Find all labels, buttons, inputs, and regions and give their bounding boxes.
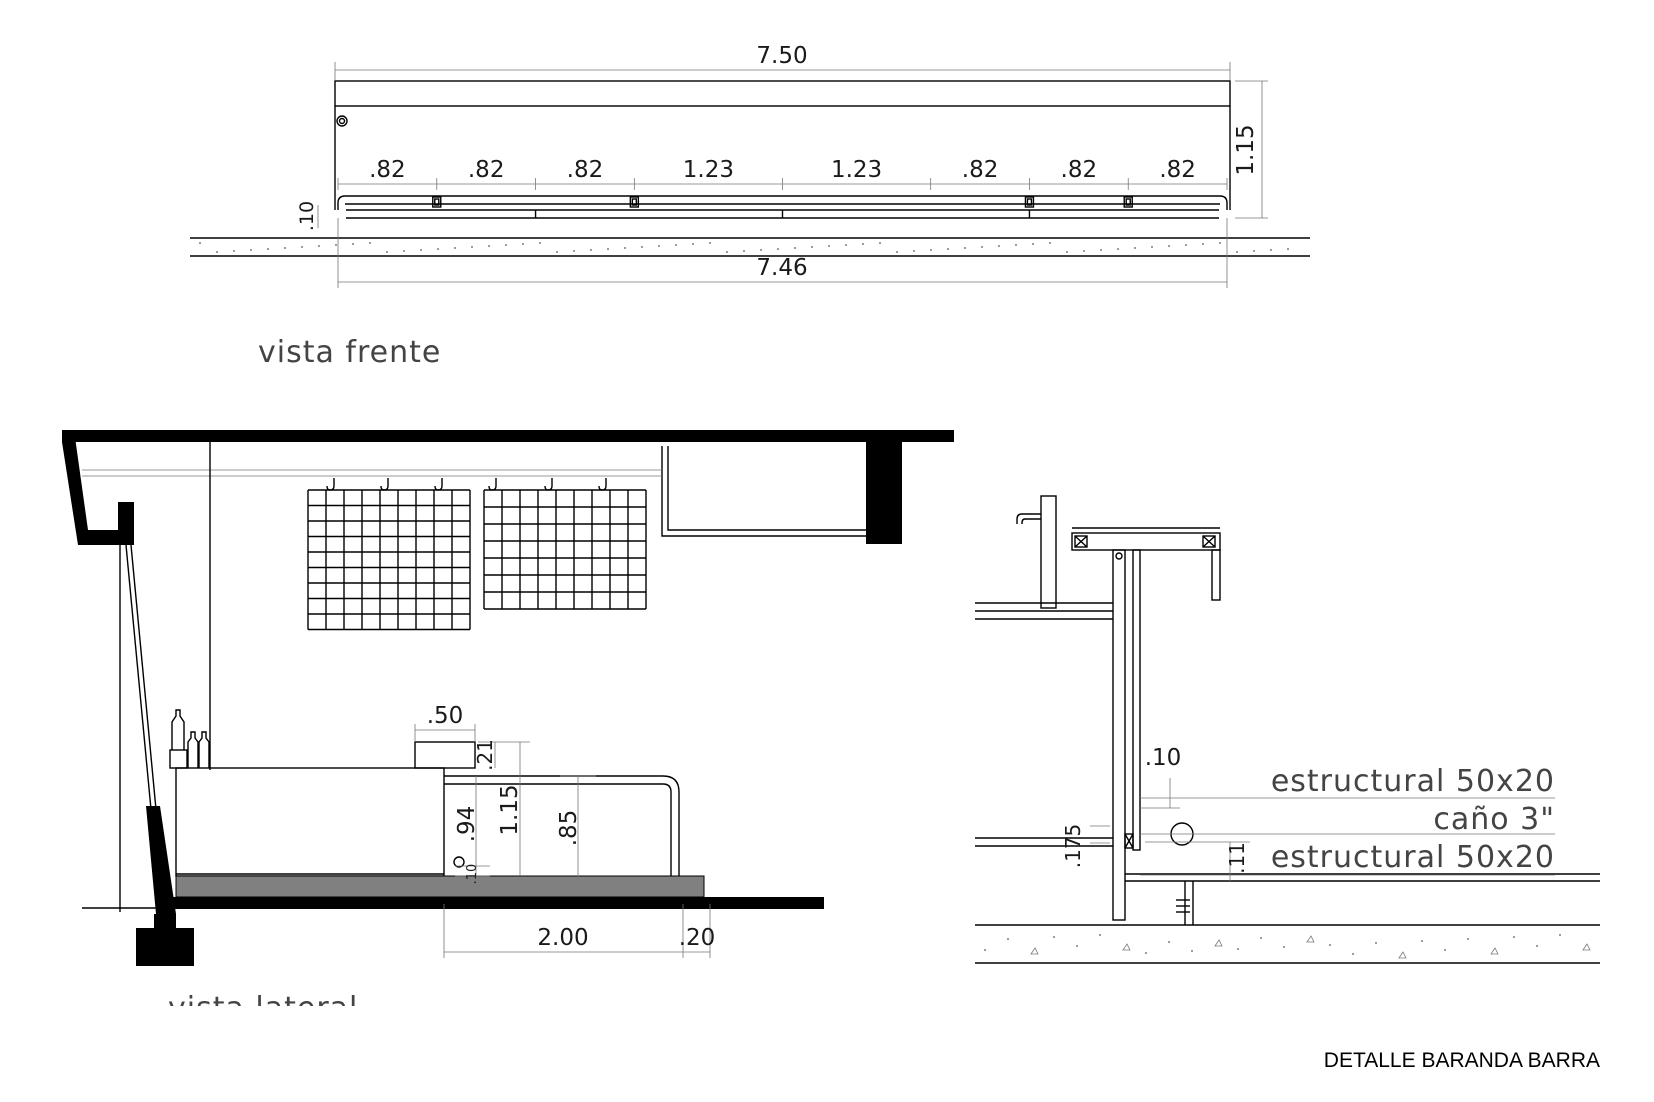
drawing-title: DETALLE BARANDA BARRA [1324,1049,1600,1072]
side-dim-length: 2.00 [537,925,588,951]
side-hooks [326,478,607,491]
side-dim-end: .20 [679,925,716,951]
front-spacing-label: .82 [369,157,406,183]
side-dim-height-b: 1.15 [497,784,523,835]
hook-icon [544,478,553,491]
front-bolt-icon [336,115,348,127]
detail-dim-gap: .10 [1145,745,1182,771]
side-view: .50 .21 .94 1.15 .85 .10 2.00 .20 vista … [62,430,954,1026]
front-railing-top-rail [334,80,1231,107]
side-dim-top-height: .21 [473,739,497,771]
front-connector-icon [1024,196,1035,208]
front-connector-icon [432,196,442,208]
side-platform [175,875,705,898]
front-height-dim: 1.15 [1233,124,1259,175]
front-connector-icon [1123,196,1133,208]
side-dim-height-a: .94 [454,806,480,843]
side-bottles [169,709,210,769]
detail-post [1112,549,1126,921]
side-counter [175,767,445,877]
front-spacing-labels: .82 .82 .82 1.23 1.23 .82 .82 .82 [369,157,1196,183]
side-floor-slab [160,897,824,909]
detail-label-pipe: caño 3" [1433,802,1555,837]
side-canopy [62,430,134,545]
hook-icon [434,478,443,491]
side-pot-rack-left [307,489,471,631]
side-dim-height-c: .85 [556,810,582,847]
front-base-height-dim: .10 [296,201,318,231]
hook-icon [598,478,607,491]
side-top-box [414,741,476,769]
front-spacing-label: .82 [468,157,505,183]
front-spacing-ticks [337,178,1228,190]
front-view: 7.50 1.15 .82 .82 .82 1.23 1.23 .82 .82 .82 .10 [190,43,1310,370]
side-dim-small: .10 [465,864,480,885]
detail-view: .10 .175 .11 estructural 50x20 caño 3" e… [975,495,1600,964]
hook-icon [326,478,335,491]
hook-icon [380,478,389,491]
detail-dim-low: .11 [1225,842,1249,874]
detail-label-structural-top: estructural 50x20 [1271,764,1555,799]
side-view-label: vista lateral [168,991,358,1026]
side-pot-rack-right [483,489,647,610]
front-view-label: vista frente [258,335,441,370]
detail-dim-offset: .175 [1061,824,1085,869]
detail-ground-hatch [984,934,1591,959]
front-spacing-label: .82 [567,157,604,183]
side-dim-top-width: .50 [427,703,464,729]
hook-icon [488,478,497,491]
side-railing-tube [444,775,680,876]
detail-label-structural-bottom: estructural 50x20 [1271,840,1555,875]
front-bottom-rail [337,195,1228,210]
front-ground-hatch [199,242,1289,253]
front-spacing-label: .82 [962,157,999,183]
front-connectors [432,196,1133,218]
front-spacing-label: .82 [1061,157,1098,183]
detail-top-cap [1071,532,1221,551]
side-ceiling-slab [62,430,954,442]
front-connector-icon [629,196,640,208]
front-overall-bottom-dim: 7.46 [756,255,807,281]
front-spacing-label: 1.23 [683,157,734,183]
front-spacing-label: .82 [1159,157,1196,183]
side-beam [866,442,902,544]
front-overall-top-dim: 7.50 [756,43,807,69]
front-spacing-label: 1.23 [831,157,882,183]
